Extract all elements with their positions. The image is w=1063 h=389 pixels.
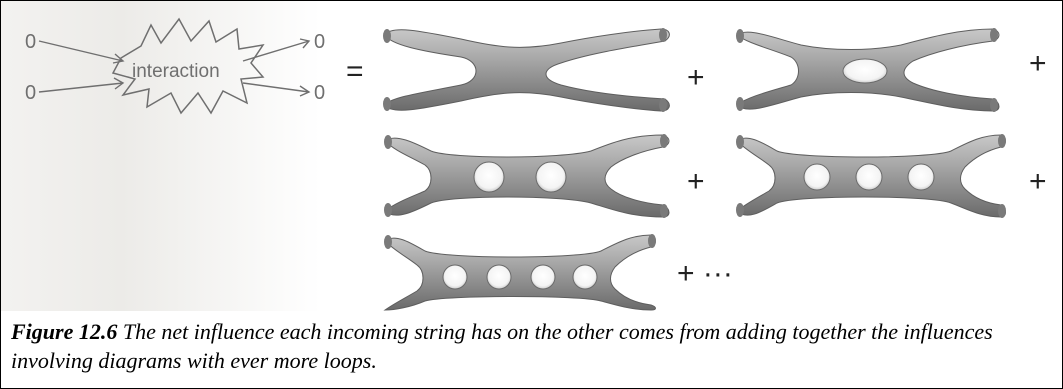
- outgoing-string-top: 0: [314, 31, 325, 53]
- interaction-label: interaction: [132, 61, 220, 82]
- incoming-string-bottom: 0: [25, 82, 36, 104]
- tree-diagram-term: [383, 28, 669, 112]
- plus-sign-3: +: [687, 165, 705, 198]
- equals-sign: =: [346, 55, 364, 88]
- plus-sign-4: +: [1029, 165, 1047, 198]
- caption-text: The net influence each incoming string h…: [11, 319, 993, 373]
- string-diagram: 0 0 0 0 interaction =: [1, 1, 1062, 311]
- four-loop-diagram-term: [384, 234, 656, 310]
- interaction-sketch: 0 0 0 0 interaction: [25, 19, 325, 113]
- plus-sign-2: +: [1029, 47, 1047, 80]
- continuation-ellipsis: + ···: [677, 257, 733, 290]
- plus-sign-1: +: [687, 61, 705, 94]
- figure-caption: Figure 12.6 The net influence each incom…: [11, 317, 1056, 375]
- two-loop-diagram-term: [384, 134, 669, 218]
- three-loop-diagram-term: [736, 134, 1006, 218]
- incoming-string-top: 0: [25, 31, 36, 53]
- outgoing-string-bottom: 0: [314, 82, 325, 104]
- figure-number: Figure 12.6: [11, 319, 117, 344]
- one-loop-diagram-term: [736, 28, 999, 112]
